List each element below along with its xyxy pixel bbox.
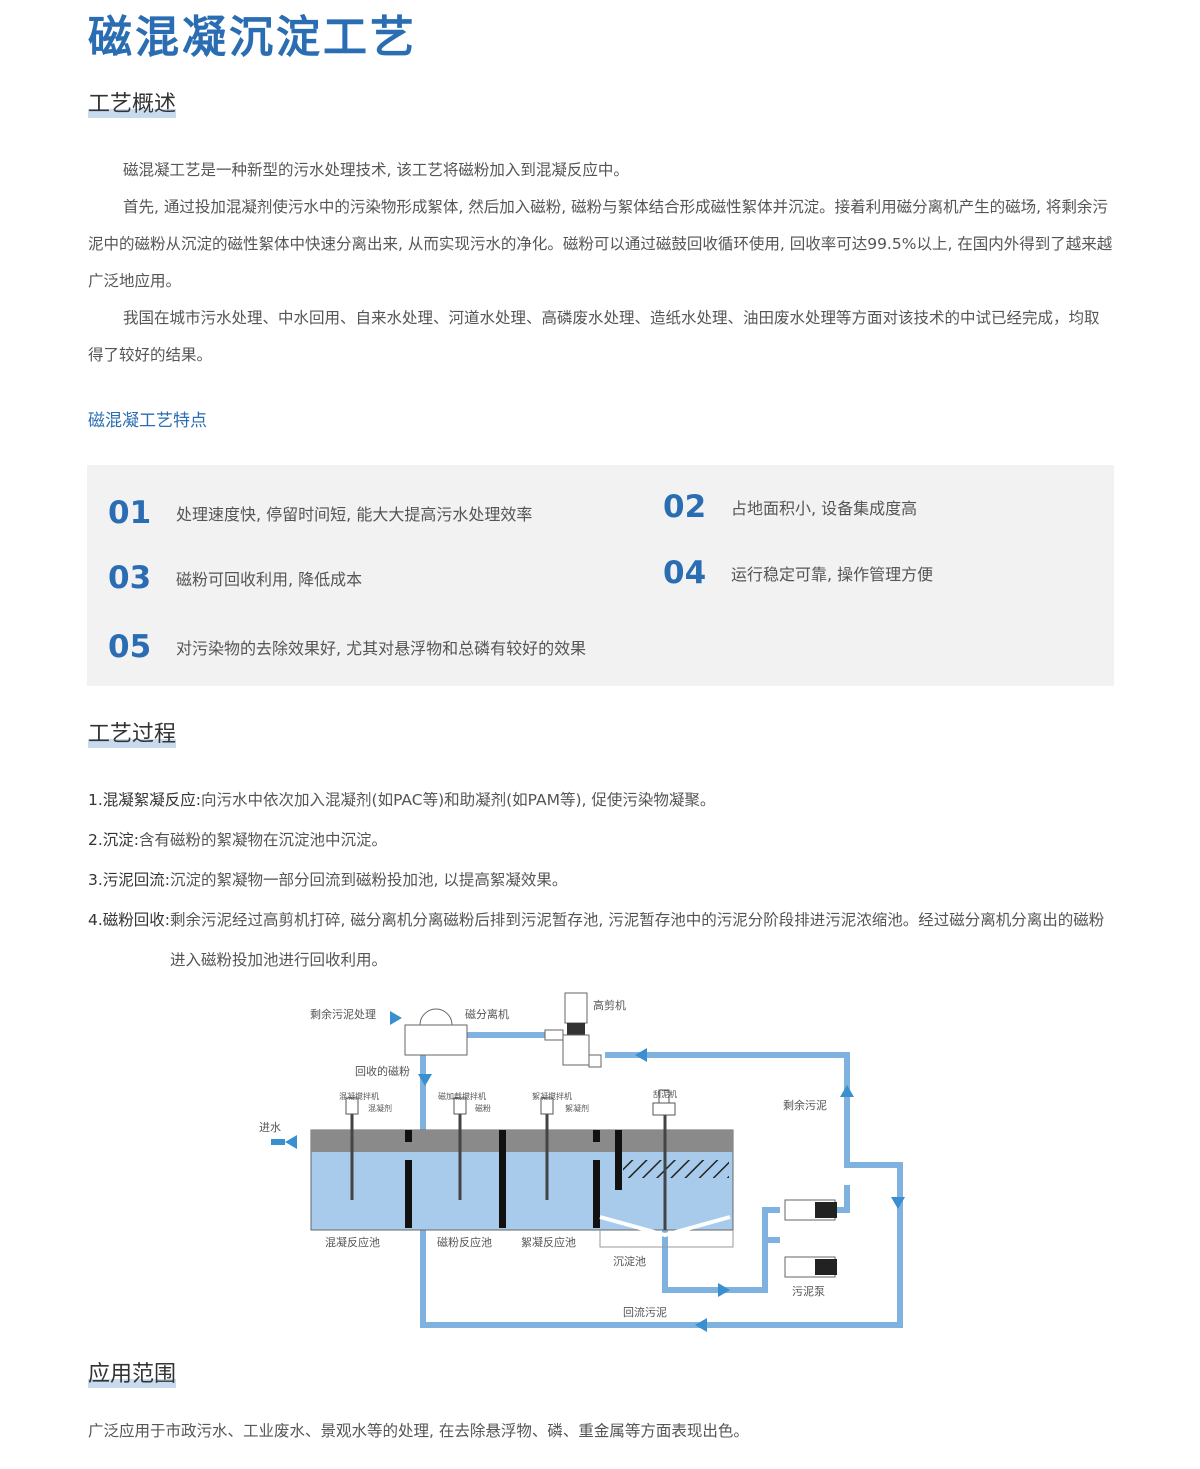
process-step: 1.混凝絮凝反应: 向污水中依次加入混凝剂(如PAC等)和助凝剂(如PAM等),… xyxy=(88,780,1118,820)
application-text: 广泛应用于市政污水、工业废水、景观水等的处理, 在去除悬浮物、磷、重金属等方面表… xyxy=(88,1422,749,1440)
step-text: 含有磁粉的絮凝物在沉淀池中沉淀。 xyxy=(139,831,388,849)
label-settling-tank: 沉淀池 xyxy=(613,1254,646,1268)
label-recovered-powder: 回收的磁粉 xyxy=(355,1064,410,1078)
label-powder: 磁粉 xyxy=(475,1103,491,1113)
label-surplus-treatment: 剩余污泥处理 xyxy=(310,1007,376,1021)
label-coag-tank: 混凝反应池 xyxy=(325,1235,380,1249)
section-heading-process: 工艺过程 xyxy=(88,720,177,750)
feature-number: 05 xyxy=(108,629,152,665)
label-coagulant: 混凝剂 xyxy=(368,1103,392,1113)
overview-paragraph: 我国在城市污水处理、中水回用、自来水处理、河道水处理、高磷废水处理、造纸水处理、… xyxy=(88,309,1100,364)
features-panel: 01 处理速度快, 停留时间短, 能大大提高污水处理效率 02 占地面积小, 设… xyxy=(87,465,1114,686)
label-powder-tank: 磁粉反应池 xyxy=(437,1235,492,1249)
reaction-tanks xyxy=(310,1129,734,1238)
tank-mixers xyxy=(350,1105,667,1230)
label-inflow: 进水 xyxy=(259,1121,281,1134)
label-scraper: 刮泥机 xyxy=(653,1089,677,1099)
heading-highlight xyxy=(88,109,177,118)
features-heading: 磁混凝工艺特点 xyxy=(88,411,207,431)
settling-tank-hopper xyxy=(599,1230,734,1248)
feature-item: 01 处理速度快, 停留时间短, 能大大提高污水处理效率 xyxy=(108,495,532,531)
label-surplus-sludge: 剩余污泥 xyxy=(783,1098,827,1112)
label-flocculant: 絮凝剂 xyxy=(565,1103,589,1113)
heading-text: 工艺过程 xyxy=(88,722,177,747)
label-mag-mixer: 磁加载搅拌机 xyxy=(438,1091,486,1101)
sludge-pumps xyxy=(784,1199,837,1278)
mixer-motors xyxy=(345,1089,676,1116)
step-label: 1.混凝絮凝反应: xyxy=(88,791,202,809)
step-text: 向污水中依次加入混凝剂(如PAC等)和助凝剂(如PAM等), 促使污染物凝聚。 xyxy=(201,791,716,809)
label-return-sludge: 回流污泥 xyxy=(623,1305,667,1319)
step-label: 2.沉淀: xyxy=(88,831,140,849)
feature-text: 占地面积小, 设备集成度高 xyxy=(731,499,918,518)
flow-arrows xyxy=(271,1011,905,1332)
label-coag-mixer: 混凝搅拌机 xyxy=(339,1091,379,1101)
step-label: 4.磁粉回收: xyxy=(88,911,171,929)
step-text: 沉淀的絮凝物一部分回流到磁粉投加池, 以提高絮凝效果。 xyxy=(170,871,568,889)
overview-paragraph: 首先, 通过投加混凝剂使污水中的污染物形成絮体, 然后加入磁粉, 磁粉与絮体结合… xyxy=(88,198,1113,290)
feature-text: 处理速度快, 停留时间短, 能大大提高污水处理效率 xyxy=(176,505,533,524)
high-shear-mixer xyxy=(544,992,602,1068)
section-heading-application: 应用范围 xyxy=(88,1360,177,1390)
feature-text: 对污染物的去除效果好, 尤其对悬浮物和总磷有较好的效果 xyxy=(176,639,587,658)
label-magnetic-separator: 磁分离机 xyxy=(465,1007,509,1021)
process-flow-diagram: 剩余污泥处理 磁分离机 高剪机 回收的磁粉 混凝搅拌机 混凝剂 磁加载搅拌机 磁… xyxy=(259,992,905,1332)
step-label: 3.污泥回流: xyxy=(88,871,171,889)
heading-text: 工艺概述 xyxy=(88,92,177,117)
label-floc-mixer: 絮凝搅拌机 xyxy=(532,1091,572,1101)
label-floc-tank: 絮凝反应池 xyxy=(521,1235,576,1249)
label-sludge-pump: 污泥泵 xyxy=(792,1285,825,1298)
process-step: 4.磁粉回收: 剩余污泥经过高剪机打碎, 磁分离机分离磁粉后排到污泥暂存池, 污… xyxy=(88,900,1118,980)
step-text: 剩余污泥经过高剪机打碎, 磁分离机分离磁粉后排到污泥暂存池, 污泥暂存池中的污泥… xyxy=(170,911,1105,969)
overview-text: 磁混凝工艺是一种新型的污水处理技术, 该工艺将磁粉加入到混凝反应中。 首先, 通… xyxy=(88,152,1114,374)
feature-text: 运行稳定可靠, 操作管理方便 xyxy=(731,565,934,584)
feature-item: 02 占地面积小, 设备集成度高 xyxy=(663,489,917,525)
process-step: 3.污泥回流: 沉淀的絮凝物一部分回流到磁粉投加池, 以提高絮凝效果。 xyxy=(88,860,1118,900)
heading-text: 应用范围 xyxy=(88,1362,177,1387)
feature-item: 05 对污染物的去除效果好, 尤其对悬浮物和总磷有较好的效果 xyxy=(108,629,586,665)
heading-highlight xyxy=(88,739,177,748)
process-steps: 1.混凝絮凝反应: 向污水中依次加入混凝剂(如PAC等)和助凝剂(如PAM等),… xyxy=(88,780,1118,980)
feature-number: 02 xyxy=(663,489,707,525)
feature-item: 04 运行稳定可靠, 操作管理方便 xyxy=(663,555,933,591)
feature-number: 03 xyxy=(108,560,152,596)
feature-number: 04 xyxy=(663,555,707,591)
feature-text: 磁粉可回收利用, 降低成本 xyxy=(176,570,363,589)
process-step: 2.沉淀: 含有磁粉的絮凝物在沉淀池中沉淀。 xyxy=(88,820,1118,860)
page-title: 磁混凝沉淀工艺 xyxy=(88,12,417,63)
feature-number: 01 xyxy=(108,495,152,531)
diagram-labels: 剩余污泥处理 磁分离机 高剪机 回收的磁粉 混凝搅拌机 混凝剂 磁加载搅拌机 磁… xyxy=(259,998,827,1319)
label-high-shear: 高剪机 xyxy=(593,998,626,1012)
magnetic-separator xyxy=(404,1008,468,1056)
heading-highlight xyxy=(88,1379,177,1388)
overview-paragraph: 磁混凝工艺是一种新型的污水处理技术, 该工艺将磁粉加入到混凝反应中。 xyxy=(123,161,629,179)
feature-item: 03 磁粉可回收利用, 降低成本 xyxy=(108,560,362,596)
section-heading-overview: 工艺概述 xyxy=(88,90,177,120)
